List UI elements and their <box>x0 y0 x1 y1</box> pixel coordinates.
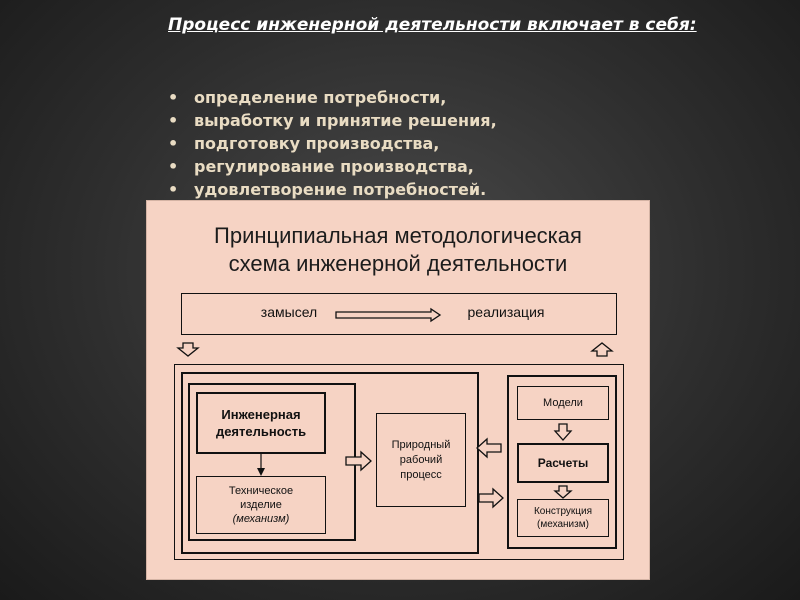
bullet-text: регулирование производства, <box>194 157 474 176</box>
bullet-text: подготовку производства, <box>194 134 440 153</box>
from-right-to-process-arrow <box>476 437 502 459</box>
natural-process-line: Природный <box>391 438 451 451</box>
to-natural-process-arrow <box>345 450 372 472</box>
to-construction-arrow <box>478 487 504 509</box>
bullet-text: удовлетворение потребностей. <box>194 180 487 199</box>
engineering-activity-line: деятельность <box>215 424 307 439</box>
technical-product-line: изделие <box>240 499 282 511</box>
natural-process-label: Природный рабочий процесс <box>392 438 451 483</box>
diagram-arrows <box>176 307 614 509</box>
bullet-item: • удовлетворение потребностей. <box>168 178 497 201</box>
diagram-panel: Принципиальная методологическая схема ин… <box>146 200 650 580</box>
bullet-list: • определение потребности, • выработку и п… <box>168 86 497 201</box>
calculations-to-construction-arrow <box>553 485 573 499</box>
natural-process-box: Природный рабочий процесс <box>376 413 466 507</box>
diagram-title: Принципиальная методологическая схема ин… <box>146 222 650 278</box>
slide-heading: Процесс инженерной деятельности включает… <box>168 15 697 35</box>
diagram-title-line: схема инженерной деятельности <box>228 251 568 276</box>
technical-product-line: Техническое <box>228 485 294 497</box>
engineering-activity-box: Инженерная деятельность <box>196 392 326 454</box>
calculations-box: Расчеты <box>517 443 609 483</box>
left-group-frame <box>181 372 479 554</box>
outer-frame <box>174 364 624 560</box>
down-hollow-arrow-left <box>176 342 200 357</box>
bullet-text: определение потребности, <box>194 88 447 107</box>
bullet-dot: • <box>168 88 179 107</box>
engineering-activity-line: Инженерная <box>221 407 301 422</box>
bullet-item: • регулирование производства, <box>168 155 497 178</box>
bullet-text: выработку и принятие решения, <box>194 111 497 130</box>
calculations-label: Расчеты <box>537 456 589 470</box>
bullet-item: • определение потребности, <box>168 86 497 109</box>
natural-process-line: рабочий <box>399 453 443 466</box>
natural-process-line: процесс <box>400 468 442 481</box>
idea-label: замысел <box>260 304 318 320</box>
construction-label: Конструкция (механизм) <box>534 505 592 531</box>
construction-line: Конструкция <box>533 506 593 517</box>
bullet-dot: • <box>168 111 179 130</box>
technical-product-box: Техническое изделие (механизм) <box>196 476 326 534</box>
models-label: Модели <box>543 397 583 409</box>
construction-line: (механизм) <box>537 519 589 530</box>
activity-to-product-arrow <box>257 454 265 476</box>
engineering-activity-label: Инженерная деятельность <box>216 406 306 440</box>
technical-product-label: Техническое изделие (механизм) <box>229 484 293 526</box>
right-group-frame <box>507 375 617 549</box>
construction-box: Конструкция (механизм) <box>517 499 609 537</box>
models-box: Модели <box>517 386 609 420</box>
idea-to-realization-arrow <box>335 307 442 323</box>
bullet-dot: • <box>168 157 179 176</box>
realization-label: реализация <box>467 304 545 320</box>
idea-realization-bar <box>181 293 617 335</box>
technical-product-line: (механизм) <box>232 513 290 525</box>
diagram-title-line: Принципиальная методологическая <box>214 223 582 248</box>
bullet-dot: • <box>168 180 179 199</box>
bullet-item: • выработку и принятие решения, <box>168 109 497 132</box>
up-hollow-arrow-right <box>590 342 614 357</box>
bullet-dot: • <box>168 134 179 153</box>
models-to-calculations-arrow <box>553 423 573 441</box>
bullet-item: • подготовку производства, <box>168 132 497 155</box>
